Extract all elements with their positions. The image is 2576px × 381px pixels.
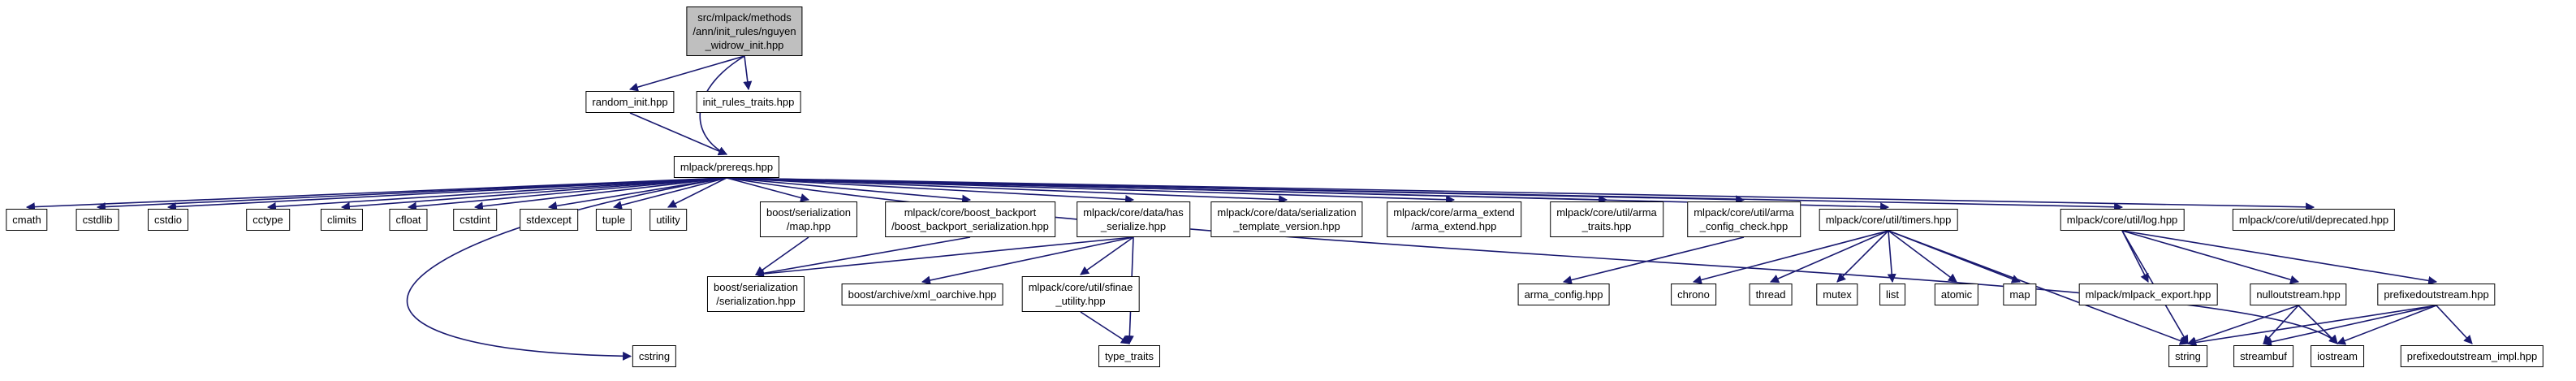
- graph-node-ser_tmpl_version[interactable]: mlpack/core/data/serialization_template_…: [1210, 201, 1363, 237]
- node-label-line: nulloutstream.hpp: [2256, 288, 2341, 301]
- node-label-line: cstdlib: [82, 214, 113, 226]
- node-label-line: mlpack/core/util/timers.hpp: [1825, 214, 1952, 226]
- node-label-line: mlpack/core/util/sfinae: [1028, 281, 1133, 293]
- node-label-line: random_init.hpp: [592, 96, 668, 108]
- graph-node-chrono[interactable]: chrono: [1671, 284, 1716, 305]
- node-label-line: cctype: [252, 214, 283, 226]
- graph-node-cfloat[interactable]: cfloat: [389, 209, 428, 231]
- graph-node-type_traits[interactable]: type_traits: [1098, 345, 1160, 367]
- node-label-line: /arma_extend.hpp: [1411, 220, 1497, 232]
- node-label-line: mlpack/core/util/deprecated.hpp: [2238, 214, 2389, 226]
- node-label-line: cfloat: [395, 214, 421, 226]
- node-label-line: utility: [656, 214, 680, 226]
- node-label-line: cstdint: [460, 214, 490, 226]
- node-label-line: type_traits: [1105, 350, 1154, 362]
- graph-node-has_serialize[interactable]: mlpack/core/data/has_serialize.hpp: [1077, 201, 1190, 237]
- graph-node-mlpack_export[interactable]: mlpack/mlpack_export.hpp: [2078, 284, 2218, 305]
- graph-node-arma_traits[interactable]: mlpack/core/util/arma_traits.hpp: [1550, 201, 1663, 237]
- node-label-line: boost/archive/xml_oarchive.hpp: [848, 288, 997, 301]
- graph-node-map_hpp[interactable]: boost/serialization/map.hpp: [759, 201, 858, 237]
- graph-node-climits[interactable]: climits: [320, 209, 364, 231]
- node-label-line: /serialization.hpp: [716, 295, 796, 307]
- node-label-line: thread: [1755, 288, 1786, 301]
- graph-node-init_rules_traits[interactable]: init_rules_traits.hpp: [696, 91, 801, 113]
- graph-node-string[interactable]: string: [2168, 345, 2207, 367]
- graph-node-xml_oarchive[interactable]: boost/archive/xml_oarchive.hpp: [841, 284, 1003, 305]
- graph-node-arma_config_check[interactable]: mlpack/core/util/arma_config_check.hpp: [1687, 201, 1801, 237]
- node-label-line: list: [1886, 288, 1899, 301]
- node-label-line: cmath: [12, 214, 41, 226]
- graph-node-arma_extend[interactable]: mlpack/core/arma_extend/arma_extend.hpp: [1387, 201, 1521, 237]
- node-label-line: mlpack/core/util/arma: [1556, 206, 1657, 219]
- node-label-line: climits: [326, 214, 357, 226]
- node-label-line: mlpack/core/util/arma: [1694, 206, 1794, 219]
- graph-node-stdexcept[interactable]: stdexcept: [520, 209, 578, 231]
- node-label-line: mlpack/core/data/has: [1083, 206, 1184, 219]
- node-label-line: mlpack/mlpack_export.hpp: [2085, 288, 2211, 301]
- node-label-line: arma_config.hpp: [1524, 288, 1603, 301]
- node-label-line: mlpack/core/boost_backport: [904, 206, 1037, 219]
- node-label-line: boost/serialization: [766, 206, 852, 219]
- node-label-line: prefixedoutstream_impl.hpp: [2406, 350, 2538, 362]
- graph-node-cstdio[interactable]: cstdio: [148, 209, 188, 231]
- node-label-line: _template_version.hpp: [1233, 220, 1340, 232]
- graph-node-iostream[interactable]: iostream: [2311, 345, 2364, 367]
- node-label-line: init_rules_traits.hpp: [702, 96, 795, 108]
- graph-node-streambuf[interactable]: streambuf: [2233, 345, 2293, 367]
- node-label-line: _config_check.hpp: [1699, 220, 1789, 232]
- node-label-line: chrono: [1677, 288, 1710, 301]
- node-label-line: mutex: [1823, 288, 1852, 301]
- graph-node-timers[interactable]: mlpack/core/util/timers.hpp: [1819, 209, 1958, 231]
- graph-node-atomic[interactable]: atomic: [1934, 284, 1979, 305]
- graph-node-deprecated[interactable]: mlpack/core/util/deprecated.hpp: [2232, 209, 2396, 231]
- graph-node-sfinae_utility[interactable]: mlpack/core/util/sfinae _utility.hpp: [1021, 276, 1140, 312]
- graph-node-mutex[interactable]: mutex: [1816, 284, 1858, 305]
- graph-node-cmath[interactable]: cmath: [6, 209, 48, 231]
- node-label-line: _traits.hpp: [1581, 220, 1632, 232]
- node-label-line: mlpack/prereqs.hpp: [680, 161, 774, 173]
- graph-node-prefixedoutstream[interactable]: prefixedoutstream.hpp: [2377, 284, 2496, 305]
- graph-node-nulloutstream[interactable]: nulloutstream.hpp: [2250, 284, 2347, 305]
- node-label-line: _serialize.hpp: [1100, 220, 1167, 232]
- graph-node-log[interactable]: mlpack/core/util/log.hpp: [2060, 209, 2185, 231]
- graph-node-cstdint[interactable]: cstdint: [453, 209, 497, 231]
- graph-node-tuple[interactable]: tuple: [595, 209, 632, 231]
- graph-node-prefixedoutstream_impl[interactable]: prefixedoutstream_impl.hpp: [2400, 345, 2544, 367]
- node-label-line: tuple: [602, 214, 626, 226]
- node-label-line: /map.hpp: [786, 220, 831, 232]
- node-label-line: /boost_backport_serialization.hpp: [891, 220, 1049, 232]
- node-label-line: _widrow_init.hpp: [705, 39, 784, 51]
- graph-node-cstring[interactable]: cstring: [632, 345, 677, 367]
- node-label-line: _utility.hpp: [1055, 295, 1106, 307]
- node-label-line: cstdio: [154, 214, 182, 226]
- graph-node-boost_backport[interactable]: mlpack/core/boost_backport/boost_backpor…: [885, 201, 1055, 237]
- node-label-line: prefixedoutstream.hpp: [2384, 288, 2489, 301]
- node-label-line: /ann/init_rules/nguyen: [693, 25, 796, 37]
- node-label-line: streambuf: [2240, 350, 2287, 362]
- graph-node-cctype[interactable]: cctype: [246, 209, 290, 231]
- node-label-line: string: [2175, 350, 2201, 362]
- node-label-line: boost/serialization: [713, 281, 799, 293]
- node-label-line: iostream: [2317, 350, 2358, 362]
- graph-node-prereqs[interactable]: mlpack/prereqs.hpp: [673, 156, 780, 178]
- node-label-line: mlpack/core/arma_extend: [1393, 206, 1515, 219]
- graph-node-list[interactable]: list: [1879, 284, 1905, 305]
- node-label-line: mlpack/core/data/serialization: [1217, 206, 1357, 219]
- node-label-line: cstring: [638, 350, 671, 362]
- node-label-line: stdexcept: [526, 214, 572, 226]
- graph-node-utility[interactable]: utility: [649, 209, 687, 231]
- node-label-line: atomic: [1940, 288, 1973, 301]
- graph-node-arma_config[interactable]: arma_config.hpp: [1517, 284, 1610, 305]
- node-label-line: src/mlpack/methods: [697, 11, 792, 24]
- node-label-line: map: [2009, 288, 2030, 301]
- graph-node-cstdlib[interactable]: cstdlib: [76, 209, 119, 231]
- graph-node-serialization_hpp[interactable]: boost/serialization/serialization.hpp: [706, 276, 805, 312]
- graph-node-root[interactable]: src/mlpack/methods/ann/init_rules/nguyen…: [686, 6, 803, 56]
- graph-node-map_std[interactable]: map: [2003, 284, 2037, 305]
- node-label-line: mlpack/core/util/log.hpp: [2066, 214, 2178, 226]
- graph-node-thread[interactable]: thread: [1749, 284, 1793, 305]
- graph-node-random_init[interactable]: random_init.hpp: [585, 91, 675, 113]
